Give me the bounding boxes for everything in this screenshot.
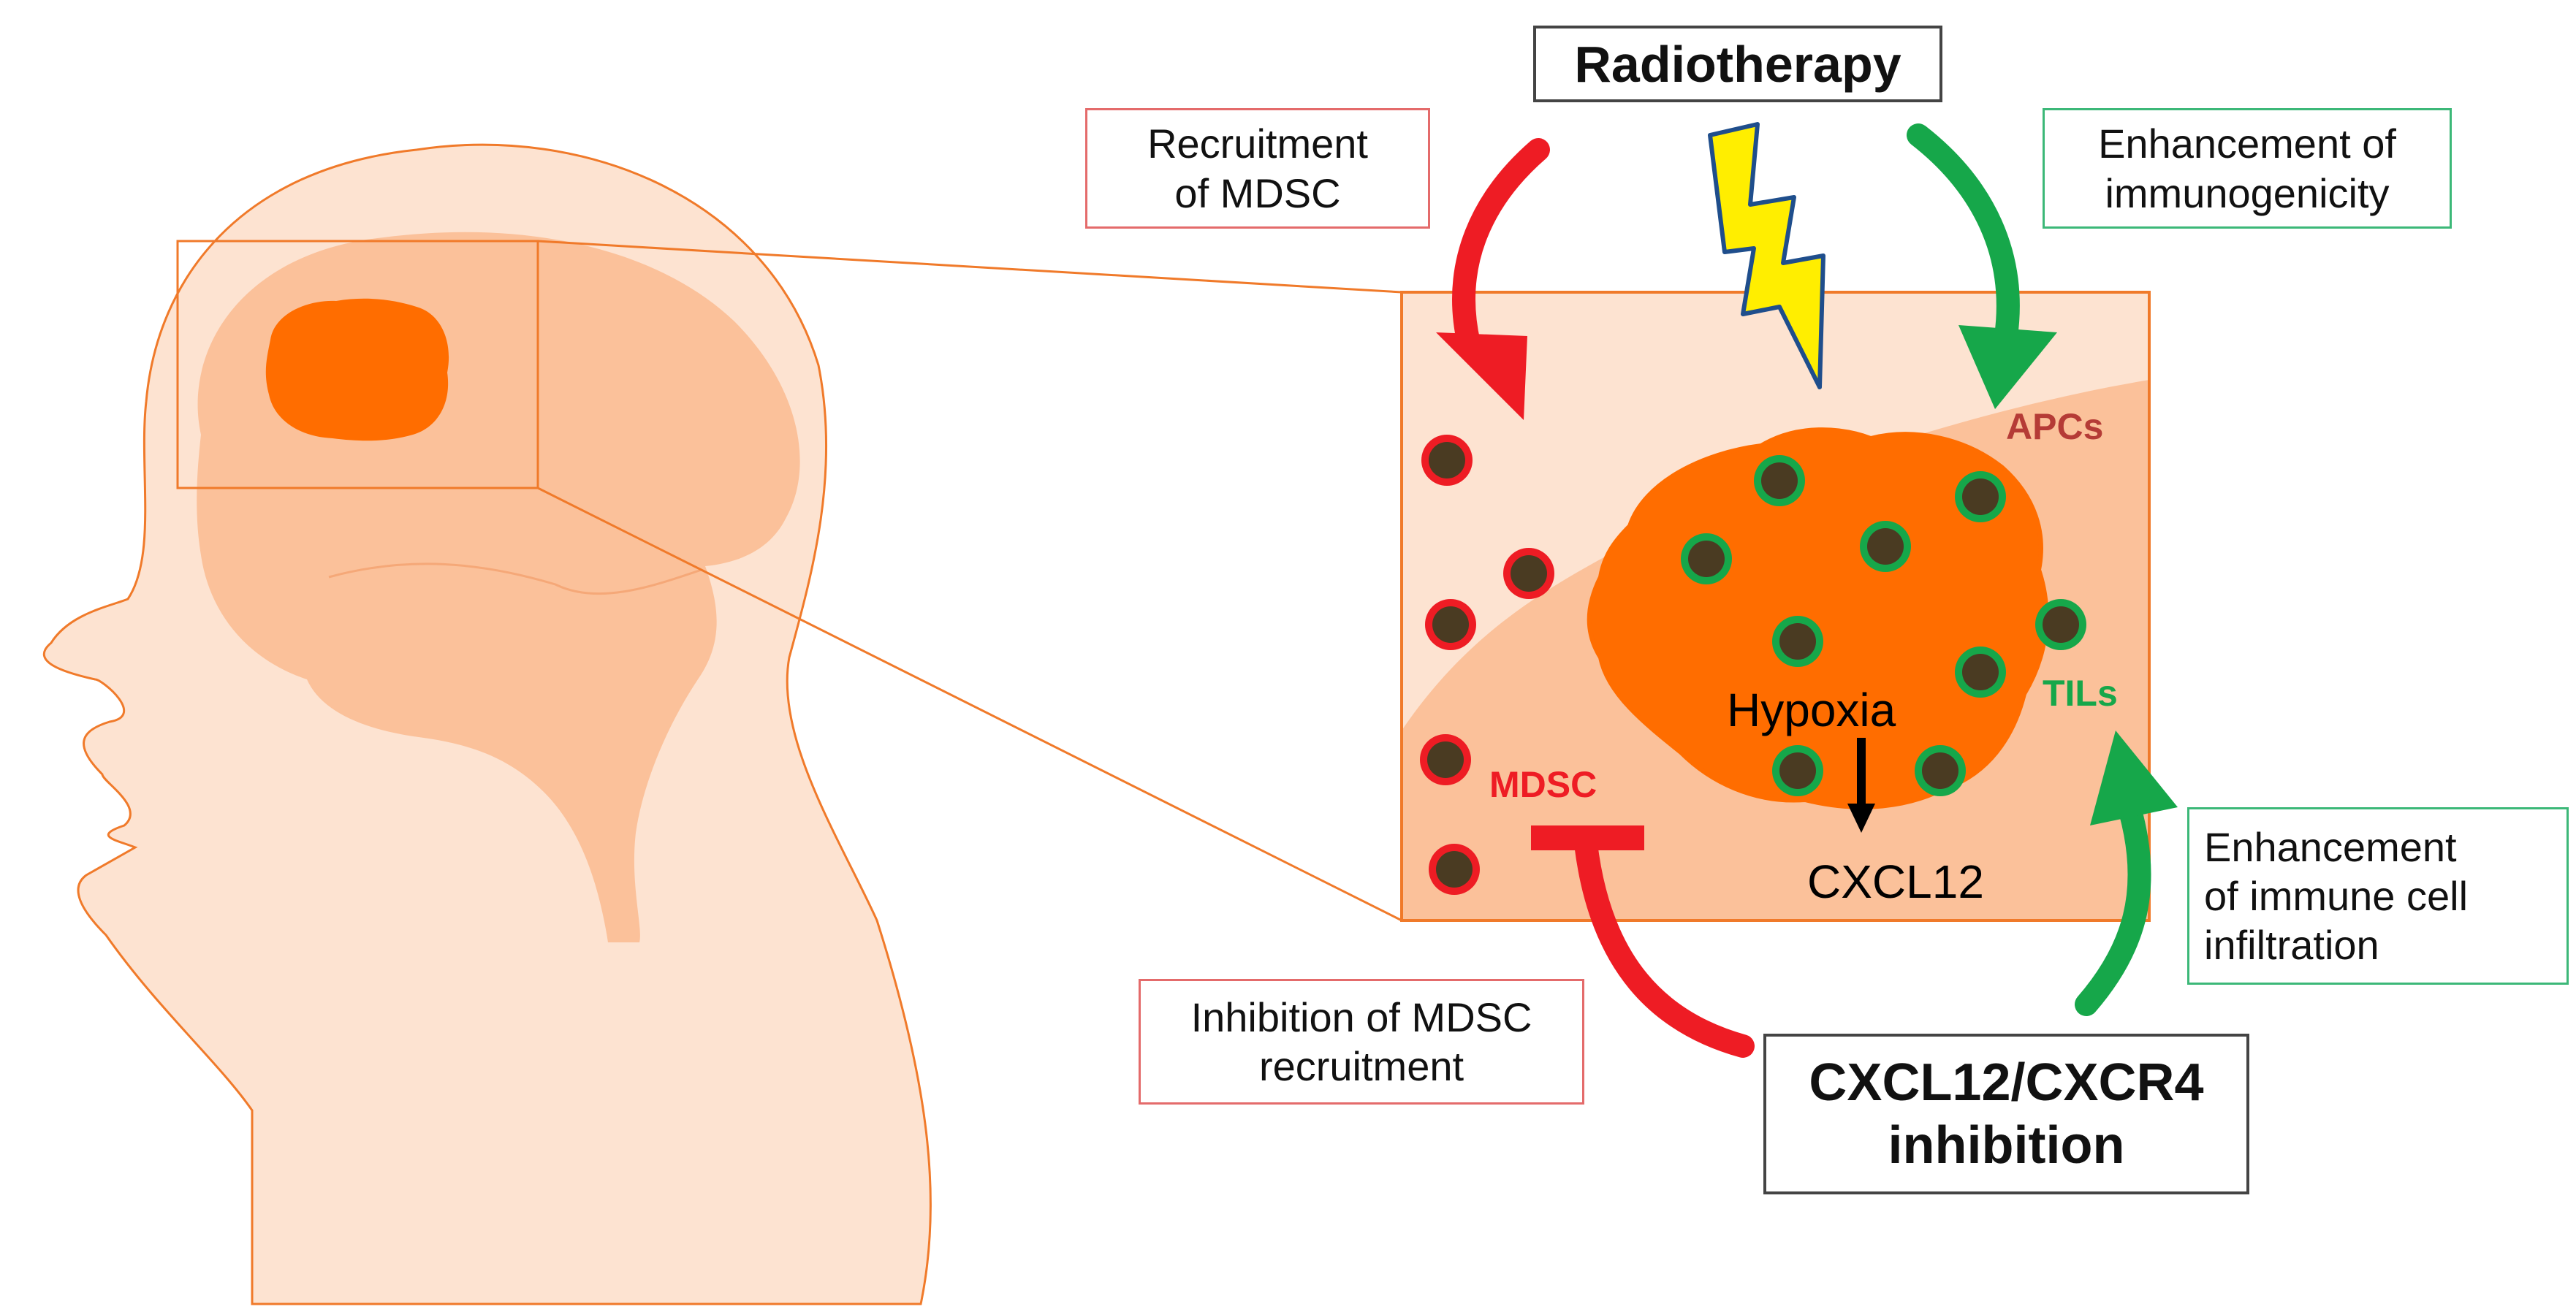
inhibition-bar <box>1531 825 1644 850</box>
radiation-bolt-icon <box>1708 122 1825 389</box>
immunogenicity-arrowhead <box>1958 325 2057 409</box>
cerebellum-line <box>328 562 702 595</box>
immunogenicity-arrow <box>1907 123 2020 348</box>
head-illustration <box>42 143 1402 1305</box>
immune-cell-nucleus <box>1922 752 1958 789</box>
infiltration-arrow <box>2075 799 2151 1016</box>
infiltration-line1: Enhancement <box>2204 823 2457 870</box>
mdsc-cell-nucleus <box>1436 851 1473 888</box>
cxcr4-line2: inhibition <box>1888 1116 2125 1175</box>
hypoxia-label: Hypoxia <box>1727 684 1896 736</box>
hypoxia-arrow-shaft <box>1857 738 1866 811</box>
zoom-region <box>176 240 539 489</box>
cxcr4-line1: CXCL12/CXCR4 <box>1809 1053 2204 1112</box>
mdsc-label: MDSC <box>1489 764 1597 805</box>
inhibition-box: Inhibition of MDSC recruitment <box>1139 979 1584 1105</box>
immune-cell-nucleus <box>1688 541 1725 577</box>
immune-cell-nucleus <box>1779 623 1816 660</box>
immune-cell-nucleus <box>1779 752 1816 789</box>
recruitment-line1: Recruitment <box>1147 121 1368 167</box>
recruitment-line2: of MDSC <box>1174 169 1341 216</box>
immunogenicity-line2: immunogenicity <box>2105 169 2390 216</box>
inhibition-line1: Inhibition of MDSC <box>1190 993 1532 1040</box>
brain-tumor <box>265 298 449 441</box>
recruitment-box: Recruitment of MDSC <box>1085 108 1430 229</box>
tils-label: TILs <box>2043 673 2118 714</box>
immune-cell-nucleus <box>1962 478 1999 515</box>
apcs-label: APCs <box>2006 406 2104 447</box>
immune-cell-nucleus <box>1867 528 1904 565</box>
radiotherapy-box: Radiotherapy <box>1533 26 1942 102</box>
infiltration-line2: of immune cell <box>2204 872 2469 919</box>
tumor-microenvironment <box>1400 291 2151 922</box>
cxcr4-inhibition-box: CXCL12/CXCR4 inhibition <box>1763 1034 2249 1194</box>
inhibition-arrow <box>1574 832 1755 1058</box>
radiotherapy-label: Radiotherapy <box>1574 35 1901 93</box>
mdsc-cell-nucleus <box>1429 442 1465 478</box>
cxcl12-label: CXCL12 <box>1807 855 1984 908</box>
recruitment-arrowhead <box>1436 332 1527 420</box>
mdsc-cell-nucleus <box>1511 555 1547 592</box>
arrows <box>1436 122 2178 1058</box>
immune-cell-nucleus <box>1962 654 1999 690</box>
infiltration-arrowhead <box>2090 731 2178 825</box>
hypoxia-arrowhead <box>1847 804 1875 833</box>
immune-cell-nucleus <box>2043 606 2079 643</box>
zoom-line-bottom <box>537 487 1402 922</box>
recruitment-arrow <box>1452 138 1550 355</box>
tumor-mass <box>1587 427 2049 809</box>
immunogenicity-box: Enhancement of immunogenicity <box>2043 108 2452 229</box>
immune-cell-nucleus <box>1761 462 1798 499</box>
infiltration-line3: infiltration <box>2204 922 2379 969</box>
tissue-light-region <box>1402 292 2149 731</box>
immunogenicity-line1: Enhancement of <box>2098 121 2396 167</box>
mdsc-cell-nucleus <box>1432 606 1469 643</box>
infiltration-box: Enhancement of immune cell infiltration <box>2187 807 2569 985</box>
mdsc-cell-nucleus <box>1427 741 1464 778</box>
zoom-line-top <box>537 240 1402 294</box>
inhibition-line2: recruitment <box>1258 1043 1464 1089</box>
